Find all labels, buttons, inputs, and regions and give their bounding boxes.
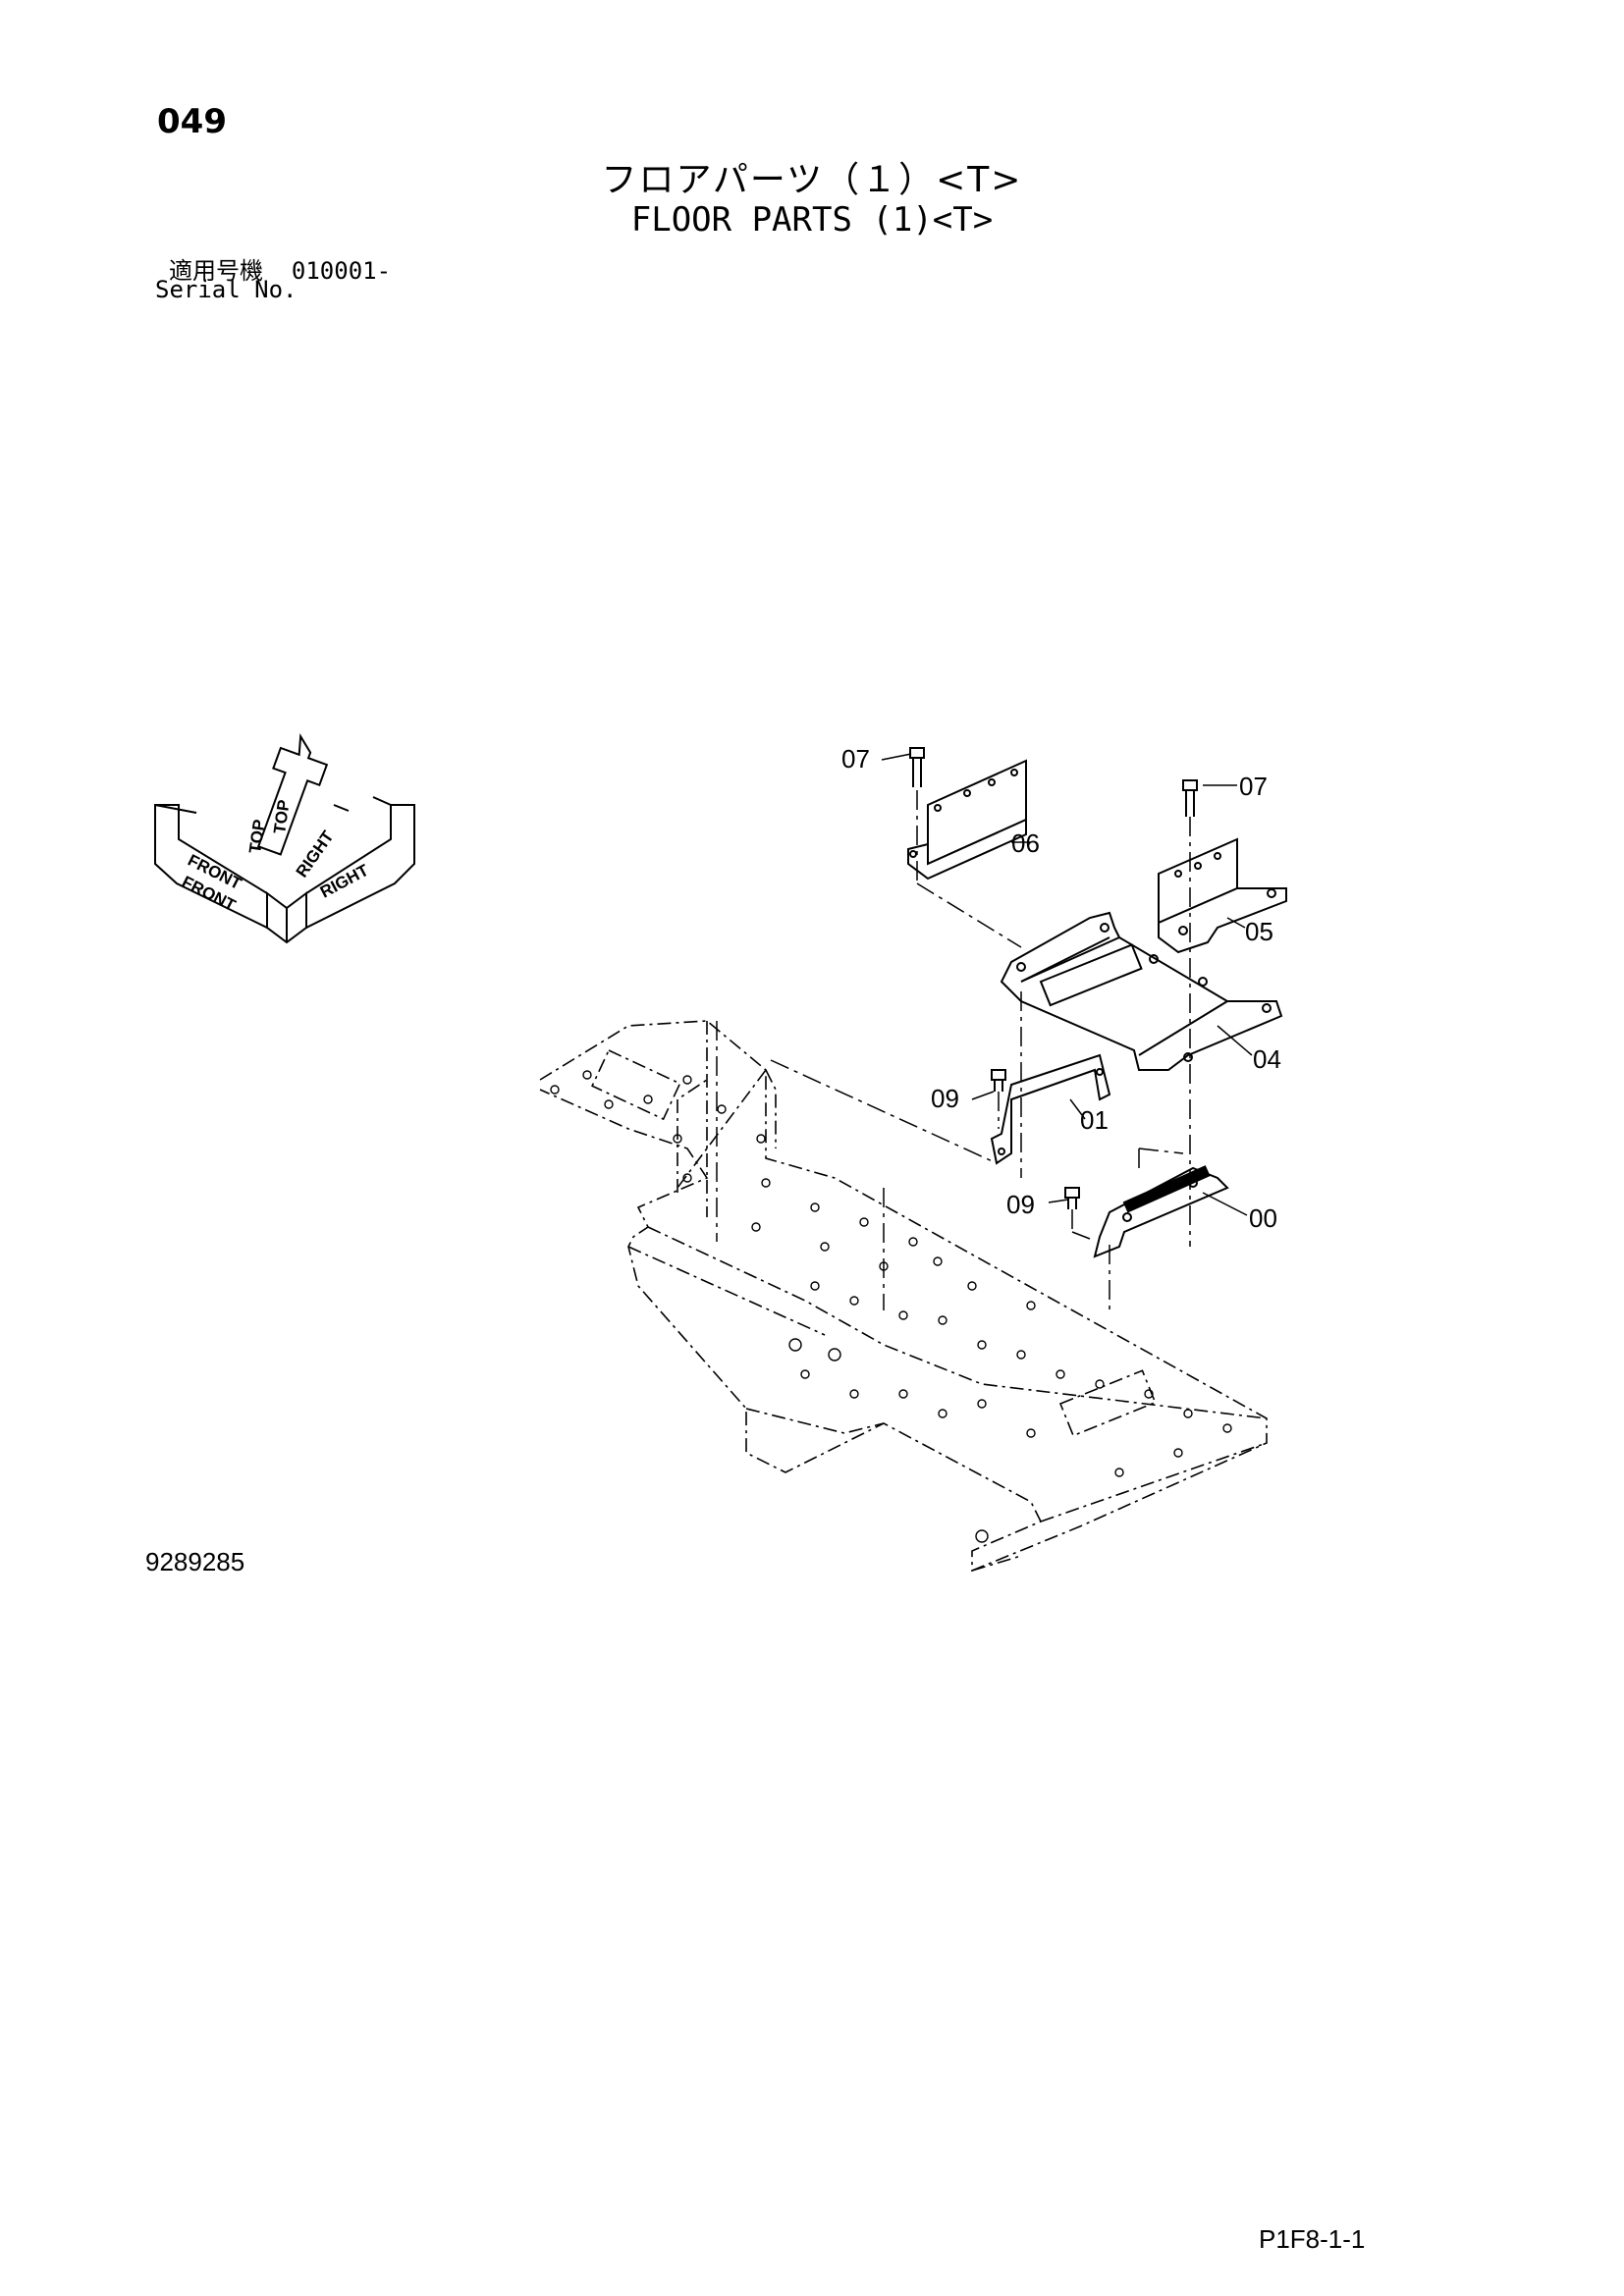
bolt-07-left-icon <box>909 747 925 787</box>
serial-label-japanese: 適用号機 <box>169 257 263 285</box>
orientation-indicator: FRONT FRONT TOP TOP RIGHT RIGHT <box>154 733 415 944</box>
page-title-english: FLOOR PARTS (1)<T> <box>630 200 994 240</box>
floor-plate-holes <box>550 1070 1232 1543</box>
page-number: 049 <box>157 102 227 141</box>
orientation-top-label-2: TOP <box>270 799 294 835</box>
leader-lines <box>881 753 1253 1216</box>
orientation-right-label-1: RIGHT <box>293 828 338 881</box>
callout-07-left: 07 <box>841 744 870 774</box>
serial-label-english: Serial No. <box>155 276 298 303</box>
callout-05: 05 <box>1245 917 1273 946</box>
bolt-09-upper-icon <box>991 1069 1006 1092</box>
callout-06: 06 <box>1011 828 1040 858</box>
bolt-09-lower-icon <box>1064 1187 1080 1209</box>
serial-applicability: 適用号機 010001- <box>169 251 391 286</box>
callout-01: 01 <box>1080 1105 1109 1135</box>
serial-value: 010001- <box>291 257 392 285</box>
part-01-stay <box>990 1053 1111 1165</box>
page-title-japanese: フロアパーツ（１）<T> <box>601 160 1023 200</box>
callout-09-lower: 09 <box>1006 1190 1035 1219</box>
part-04-support <box>1000 911 1283 1071</box>
assembly-lines <box>716 790 1191 1315</box>
callout-labels: 07 07 06 05 04 09 01 09 00 <box>841 744 1281 1233</box>
top-arrow-icon <box>256 733 329 856</box>
part-06-bracket <box>907 759 1027 881</box>
page-code: P1F8-1-1 <box>1259 2224 1366 2254</box>
orientation-top-label-1: TOP <box>245 819 269 855</box>
drawing-number: 9289285 <box>145 1547 245 1576</box>
bolt-07-right-icon <box>1182 779 1198 817</box>
floor-plate <box>539 1020 1268 1573</box>
part-00-stay <box>1093 1165 1229 1258</box>
callout-07-right: 07 <box>1239 772 1268 801</box>
floor-side-panel <box>677 1069 777 1193</box>
callout-04: 04 <box>1253 1044 1281 1074</box>
bolt-icons <box>909 747 1198 1209</box>
callout-09-upper: 09 <box>931 1084 959 1113</box>
callout-00: 00 <box>1249 1203 1277 1233</box>
